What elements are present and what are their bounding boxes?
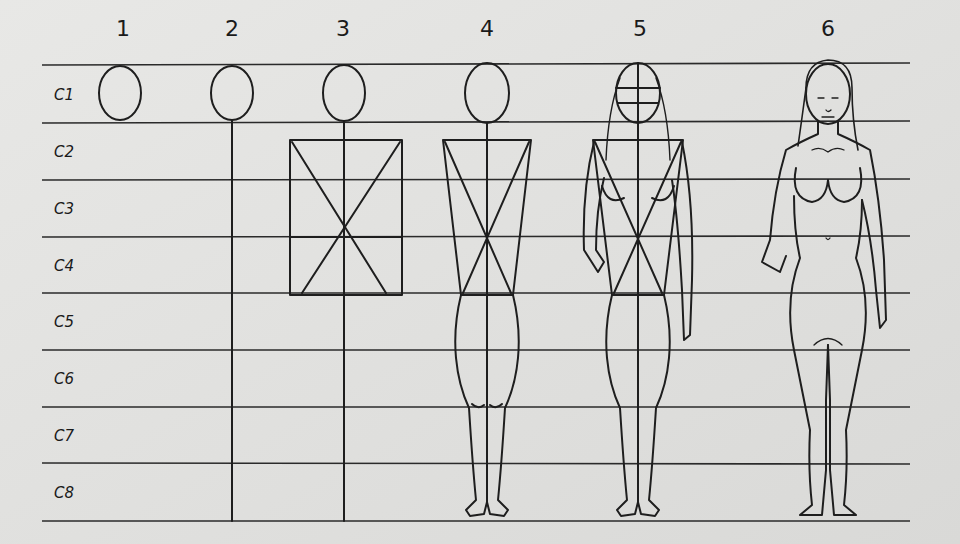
row-label-box: C5	[54, 312, 74, 331]
row-label-box: C7	[54, 426, 74, 445]
row-label: C8	[54, 484, 74, 502]
column-number-box: 3	[336, 16, 350, 41]
row-label: C4	[54, 257, 74, 275]
column-number: 6	[821, 16, 835, 41]
column-number-box: 5	[633, 16, 647, 41]
row-label-box: C4	[54, 256, 74, 275]
column-number-box: 6	[821, 16, 835, 41]
row-label-box: C6	[54, 369, 74, 388]
column-number: 3	[336, 16, 350, 41]
row-label: C3	[54, 200, 74, 218]
column-number-box: 2	[225, 16, 239, 41]
row-label: C2	[54, 143, 74, 161]
column-number: 1	[116, 16, 130, 41]
column-number: 4	[480, 16, 494, 41]
row-label: C6	[54, 370, 74, 388]
row-label-box: C8	[54, 483, 74, 502]
row-label-box: C1	[54, 85, 74, 104]
row-label: C7	[54, 427, 74, 445]
row-label-box: C2	[54, 142, 74, 161]
column-number-box: 1	[116, 16, 130, 41]
row-label-box: C3	[54, 199, 74, 218]
row-label: C5	[54, 313, 74, 331]
column-number: 5	[633, 16, 647, 41]
row-label: C1	[54, 86, 74, 104]
column-number-box: 4	[480, 16, 494, 41]
column-number: 2	[225, 16, 239, 41]
